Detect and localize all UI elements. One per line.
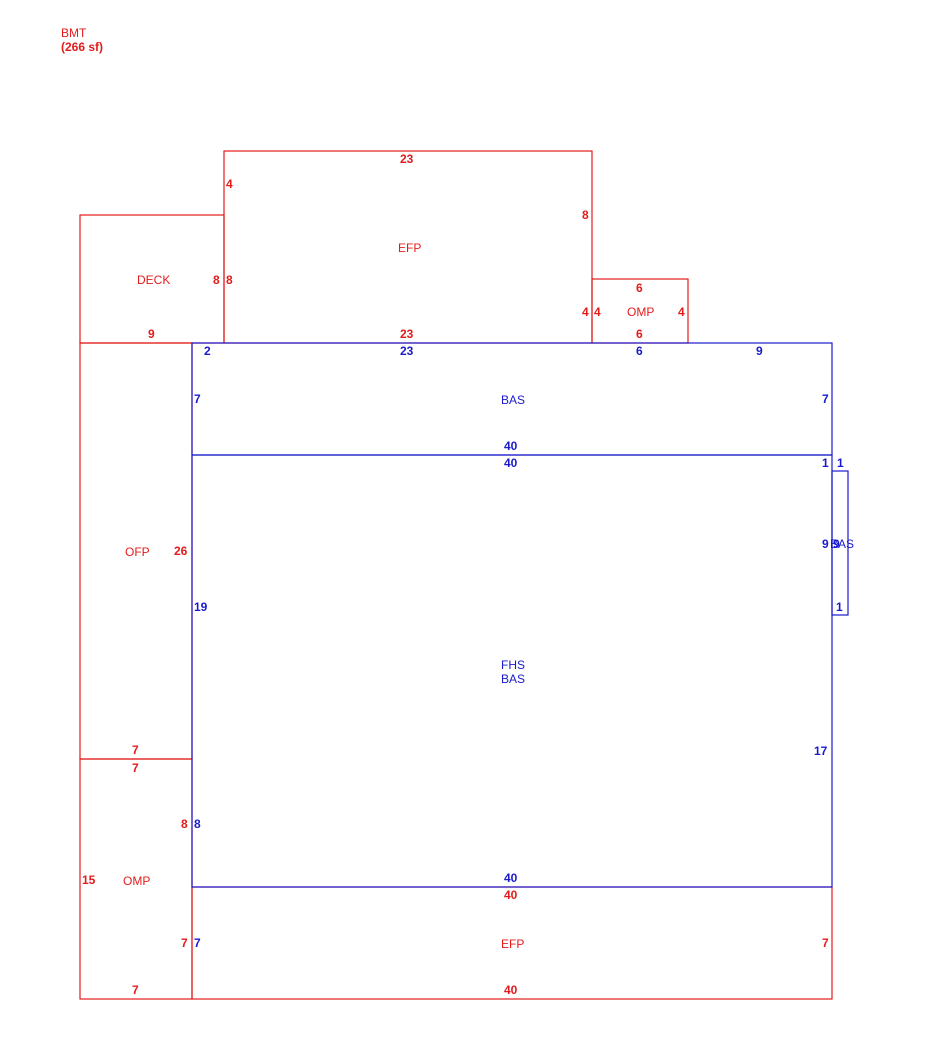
dim-label: 4 — [582, 305, 589, 319]
dim-label: 17 — [814, 744, 828, 758]
dim-label: 40 — [504, 439, 518, 453]
dim-label: 7 — [194, 936, 201, 950]
omp-top-area-label: OMP — [627, 305, 654, 319]
dim-label: 8 — [226, 273, 233, 287]
dim-label: 23 — [400, 327, 414, 341]
dim-label: 4 — [678, 305, 685, 319]
omp-bottom-area-label: OMP — [123, 874, 150, 888]
dim-label: 7 — [132, 761, 139, 775]
dim-label: 6 — [636, 327, 643, 341]
dim-label: 9 — [756, 344, 763, 358]
dim-label: 4 — [594, 305, 601, 319]
dim-label: 7 — [194, 392, 201, 406]
bas-main-area-label: BAS — [501, 672, 525, 686]
dim-label: 26 — [174, 544, 188, 558]
dim-label: 7 — [181, 936, 188, 950]
dim-label: 9 — [148, 327, 155, 341]
dim-label: 7 — [822, 936, 829, 950]
dim-label: 1 — [837, 456, 844, 470]
dim-label: 19 — [194, 600, 208, 614]
dim-label: 40 — [504, 871, 518, 885]
dim-label: 6 — [636, 281, 643, 295]
bas-side-outline — [831, 470, 849, 616]
dim-label: 8 — [213, 273, 220, 287]
ofp-area-label: OFP — [125, 545, 150, 559]
bas-top-area-label: BAS — [501, 393, 525, 407]
dim-label: 8 — [194, 817, 201, 831]
efp-bottom-area-label: EFP — [501, 937, 524, 951]
area-value-label: (266 sf) — [61, 40, 103, 54]
dim-label: 9 — [822, 537, 829, 551]
dim-label: 40 — [504, 456, 518, 470]
bas-side-area-label: BAS — [830, 537, 854, 551]
area-title-label: BMT — [61, 26, 87, 40]
dim-label: 8 — [181, 817, 188, 831]
dim-label: 4 — [226, 177, 233, 191]
dim-label: 23 — [400, 152, 414, 166]
dim-label: 1 — [822, 456, 829, 470]
dim-label: 15 — [82, 873, 96, 887]
dim-label: 40 — [504, 983, 518, 997]
dim-label: 1 — [836, 600, 843, 614]
bas-main-outline — [191, 454, 833, 888]
dim-label: 8 — [582, 208, 589, 222]
dim-label: 40 — [504, 888, 518, 902]
dim-label: 9 — [833, 537, 840, 551]
dim-label: 7 — [132, 983, 139, 997]
dim-label: 23 — [400, 344, 414, 358]
fhs-area-label: FHS — [501, 658, 525, 672]
dim-label: 2 — [204, 344, 211, 358]
dim-label: 7 — [132, 743, 139, 757]
dim-label: 7 — [822, 392, 829, 406]
efp-top-area-label: EFP — [398, 241, 421, 255]
deck-area-label: DECK — [137, 273, 170, 287]
dim-label: 6 — [636, 344, 643, 358]
